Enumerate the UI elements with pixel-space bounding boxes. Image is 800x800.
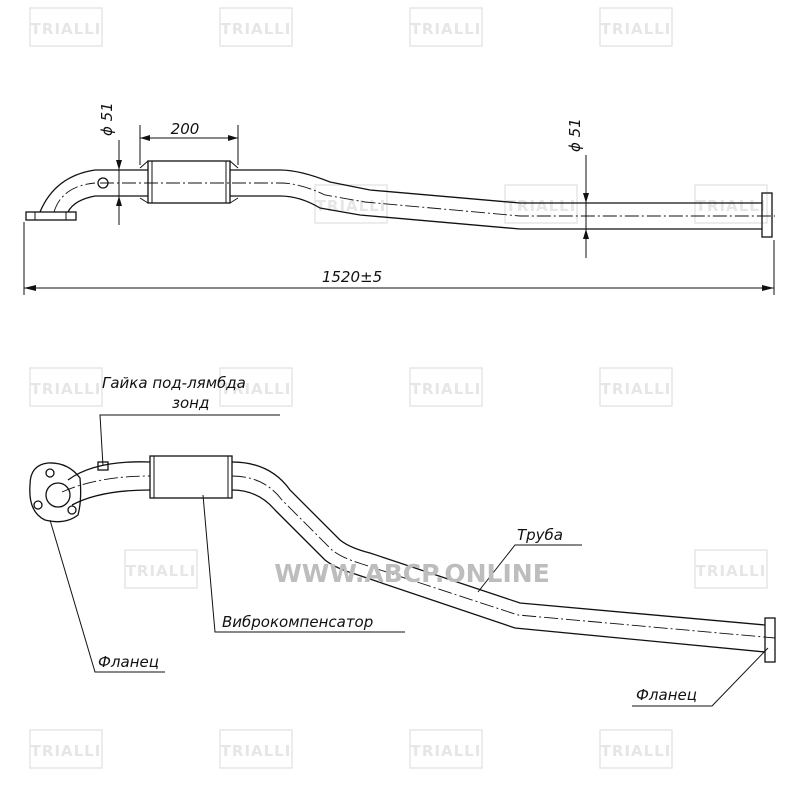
brand-watermark: TRIALLI bbox=[696, 197, 767, 215]
inlet-flange bbox=[25, 211, 77, 221]
diameter-dimension-outlet: ϕ 51 bbox=[566, 118, 589, 258]
main-pipe bbox=[230, 169, 762, 204]
right-flange bbox=[764, 617, 776, 663]
bellows bbox=[139, 160, 239, 204]
site-watermark: WWW.ABCP.ONLINE bbox=[274, 559, 550, 588]
diameter-label-inlet: ϕ 51 bbox=[98, 102, 116, 136]
bellows-length-dimension: 200 bbox=[139, 120, 239, 165]
outlet-flange bbox=[761, 192, 773, 238]
overall-length-dimension: 1520±5 bbox=[23, 222, 775, 295]
bellows-top bbox=[149, 455, 233, 499]
brand-watermark: TRIALLI bbox=[31, 20, 102, 38]
flange-right-callout: Фланец bbox=[632, 647, 769, 707]
lambda-nut-callout: Гайка под-лямбда зонд bbox=[99, 374, 280, 467]
brand-watermark: TRIALLI bbox=[601, 20, 672, 38]
brand-watermark: TRIALLI bbox=[601, 742, 672, 760]
brand-watermark: TRIALLI bbox=[411, 742, 482, 760]
brand-watermark: TRIALLI bbox=[411, 20, 482, 38]
diameter-dimension-inlet: ϕ 51 bbox=[98, 102, 122, 225]
brand-watermark: TRIALLI bbox=[696, 562, 767, 580]
overall-length-label: 1520±5 bbox=[322, 268, 382, 286]
flange-right-label: Фланец bbox=[636, 686, 697, 704]
brand-watermark: TRIALLI bbox=[31, 742, 102, 760]
pipe-label: Труба bbox=[517, 526, 563, 544]
diameter-label-outlet: ϕ 51 bbox=[566, 118, 584, 152]
brand-watermark: TRIALLI bbox=[506, 197, 577, 215]
vibration-compensator-callout: Виброкомпенсатор bbox=[202, 494, 405, 633]
bellows-length-label: 200 bbox=[171, 120, 200, 138]
main-pipe-top bbox=[231, 461, 766, 626]
lambda-nut-label-line1: Гайка под-лямбда bbox=[102, 374, 246, 392]
vibration-compensator-label: Виброкомпенсатор bbox=[222, 613, 373, 631]
lambda-nut-label-line2: зонд bbox=[172, 394, 209, 412]
flange-left-label: Фланец bbox=[98, 653, 159, 671]
brand-watermark: TRIALLI bbox=[126, 562, 197, 580]
flange-left-callout: Фланец bbox=[49, 519, 165, 673]
left-flange bbox=[29, 462, 82, 523]
brand-watermark: TRIALLI bbox=[601, 380, 672, 398]
brand-watermark: TRIALLI bbox=[221, 20, 292, 38]
inlet-bend bbox=[39, 169, 96, 213]
top-view: Гайка под-лямбда зонд Труба Виброкомпенс… bbox=[29, 374, 776, 707]
brand-watermark: TRIALLI bbox=[221, 742, 292, 760]
brand-watermark: TRIALLI bbox=[411, 380, 482, 398]
brand-watermark: TRIALLI bbox=[221, 380, 292, 398]
pipe-callout: Труба bbox=[477, 526, 582, 593]
brand-watermark: TRIALLI bbox=[31, 380, 102, 398]
side-view: ϕ 51 200 ϕ 51 1520±5 bbox=[23, 102, 775, 295]
